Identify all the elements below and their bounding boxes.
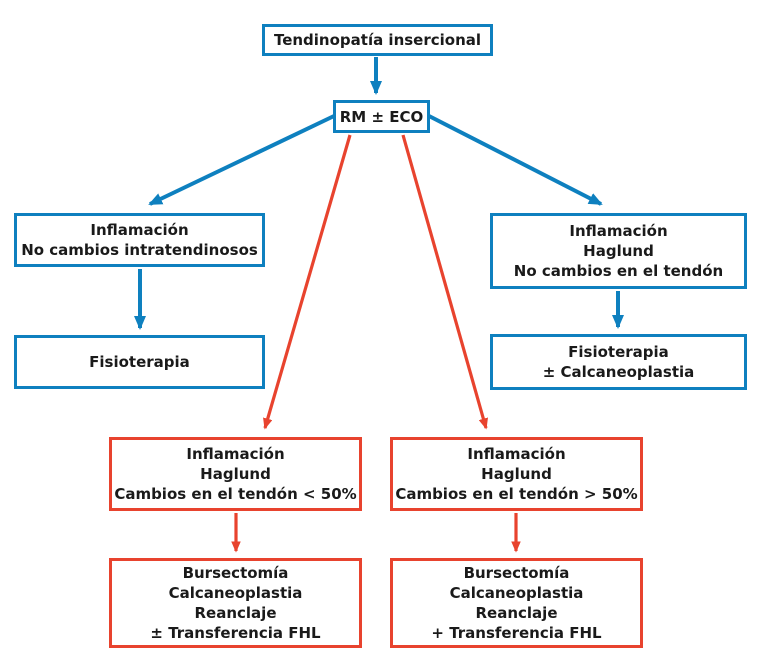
flow-node-midright-treatment: Bursectomía Calcaneoplastia Reanclaje + …	[390, 558, 643, 648]
node-text-line: Reanclaje	[194, 604, 277, 622]
flow-node-right-treatment: Fisioterapia ± Calcaneoplastia	[490, 334, 747, 390]
node-text-line: Cambios en el tendón > 50%	[395, 485, 638, 503]
node-text-line: Calcaneoplastia	[449, 584, 584, 602]
node-text-line: Haglund	[200, 465, 271, 483]
node-text-line: Inflamación	[90, 221, 189, 239]
node-text-line: Cambios en el tendón < 50%	[114, 485, 357, 503]
flow-node-midleft-treatment: Bursectomía Calcaneoplastia Reanclaje ± …	[109, 558, 362, 648]
node-text-line: Haglund	[481, 465, 552, 483]
node-text-line: Calcaneoplastia	[168, 584, 303, 602]
node-text-line: Fisioterapia	[89, 353, 190, 371]
arrow-rm-to-left-dx	[148, 114, 335, 206]
flow-node-midleft-diagnosis: Inflamación Haglund Cambios en el tendón…	[109, 437, 362, 511]
node-text-line: ± Transferencia FHL	[150, 624, 321, 642]
node-text-line: Fisioterapia	[568, 343, 669, 361]
node-text-line: Reanclaje	[475, 604, 558, 622]
node-text-line: Bursectomía	[182, 564, 289, 582]
node-text-line: ± Calcaneoplastia	[542, 363, 695, 381]
flow-node-left-treatment: Fisioterapia	[14, 335, 265, 389]
node-text-line: Inflamación	[569, 222, 668, 240]
arrow-rm-to-right-dx	[428, 114, 603, 206]
node-text-line: Inflamación	[467, 445, 566, 463]
flow-node-right-diagnosis: Inflamación Haglund No cambios en el ten…	[490, 213, 747, 289]
flow-node-left-diagnosis: Inflamación No cambios intratendinosos	[14, 213, 265, 267]
flow-node-rm-eco: RM ± ECO	[333, 100, 430, 133]
node-text-line: RM ± ECO	[339, 107, 424, 126]
node-text-line: Tendinopatía insercional	[273, 31, 482, 49]
arrow-rm-to-midright-dx	[401, 134, 489, 430]
flow-node-root: Tendinopatía insercional	[262, 24, 493, 56]
arrow-rm-to-midleft-dx	[263, 134, 352, 430]
node-text-line: No cambios intratendinosos	[21, 241, 258, 259]
node-text-line: Haglund	[583, 242, 654, 260]
node-text-line: + Transferencia FHL	[431, 624, 602, 642]
flow-node-midright-diagnosis: Inflamación Haglund Cambios en el tendón…	[390, 437, 643, 511]
node-text-line: Bursectomía	[463, 564, 570, 582]
node-text-line: No cambios en el tendón	[513, 262, 724, 280]
node-text-line: Inflamación	[186, 445, 285, 463]
